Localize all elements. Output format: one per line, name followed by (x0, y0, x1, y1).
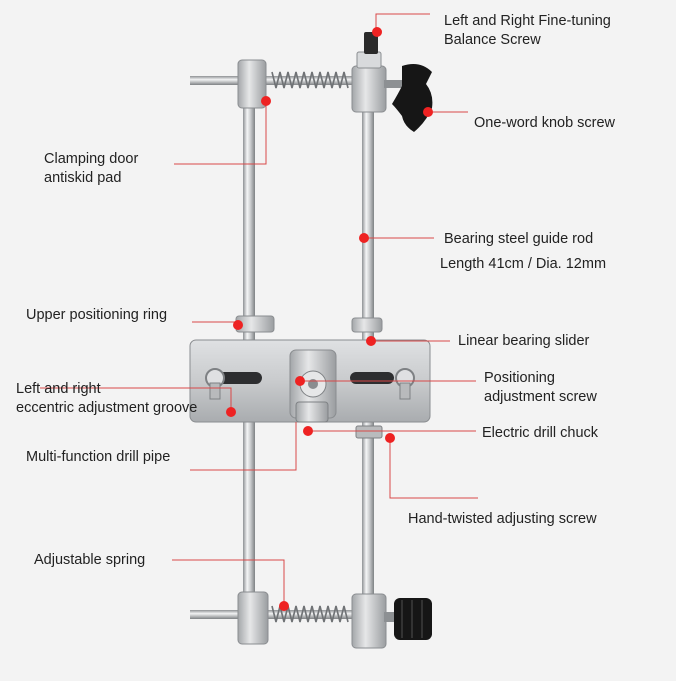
leader-lines (40, 13, 478, 606)
top-left-clamp-block (237, 59, 267, 109)
label-line: adjustment screw (484, 389, 597, 405)
bottom-knob (384, 598, 432, 640)
label-spring: Adjustable spring (34, 551, 145, 570)
leader-upper-ring (192, 321, 239, 325)
label-line: Left and right (16, 381, 101, 397)
label-line: Length 41cm / Dia. 12mm (440, 256, 607, 272)
label-line: Balance Screw (444, 32, 541, 48)
marker-dot-spring (279, 601, 289, 611)
left-eccentric-groove (218, 372, 262, 384)
marker-dot-upper-ring (233, 320, 243, 330)
top-spring (271, 71, 349, 89)
top-right-block (351, 65, 387, 113)
label-line: Electric drill chuck (482, 425, 599, 441)
upper-right-ring (351, 317, 383, 333)
left-thumb-screw (205, 368, 225, 400)
leader-clamping-pad (174, 101, 267, 165)
marker-dot-bearing-slider (366, 336, 376, 346)
label-line: Clamping door (44, 151, 139, 167)
top-knob (384, 64, 433, 132)
label-eccentric-groove: Left and right eccentric adjustment groo… (16, 380, 197, 418)
label-upper-ring: Upper positioning ring (26, 306, 167, 325)
label-positioning-screw: Positioning adjustment screw (484, 369, 597, 407)
label-guide-rod: Bearing steel guide rod Length 41cm / Di… (440, 230, 606, 274)
label-drill-pipe: Multi-function drill pipe (26, 448, 170, 467)
leader-spring (172, 559, 285, 606)
marker-dots (226, 27, 433, 611)
top-threaded-rod (190, 76, 355, 85)
label-line: Bearing steel guide rod (444, 231, 594, 247)
marker-dot-balance-screw (372, 27, 382, 37)
label-line: eccentric adjustment groove (16, 400, 198, 416)
label-line: Adjustable spring (34, 552, 146, 568)
bottom-left-clamp-block (237, 591, 269, 645)
right-thumb-screw (395, 368, 415, 400)
label-clamping-pad: Clamping door antiskid pad (44, 150, 138, 188)
marker-dot-drill-chuck (303, 426, 313, 436)
leader-balance-screw (375, 13, 430, 30)
lower-nut (355, 425, 383, 439)
label-line: Linear bearing slider (458, 333, 590, 349)
marker-dot-eccentric-groove (226, 407, 236, 417)
right-eccentric-groove (350, 372, 394, 384)
drill-chuck-body (295, 401, 329, 423)
marker-dot-clamping-pad (261, 96, 271, 106)
bottom-right-block (351, 593, 387, 649)
marker-dot-guide-rod (359, 233, 369, 243)
label-bearing-slider: Linear bearing slider (458, 332, 589, 351)
leader-drill-pipe (190, 422, 297, 471)
marker-dot-knob-screw (423, 107, 433, 117)
label-line: antiskid pad (44, 170, 122, 186)
label-knob-screw: One-word knob screw (474, 114, 615, 133)
label-line: Hand-twisted adjusting screw (408, 511, 597, 527)
label-drill-chuck: Electric drill chuck (482, 424, 598, 443)
leader-hand-screw (389, 438, 478, 499)
leader-eccentric-groove (40, 387, 232, 412)
marker-dot-positioning-screw (295, 376, 305, 386)
label-line: Positioning (484, 370, 555, 386)
label-line: Left and Right Fine-tuning (444, 13, 611, 29)
label-balance-screw: Left and Right Fine-tuning Balance Screw (444, 12, 611, 50)
label-hand-screw: Hand-twisted adjusting screw (408, 510, 597, 529)
balance-screw-cap (364, 32, 378, 54)
label-line: Multi-function drill pipe (26, 449, 171, 465)
label-line: Upper positioning ring (26, 307, 168, 323)
marker-dot-hand-screw (385, 433, 395, 443)
bottom-threaded-rod (190, 610, 360, 619)
label-line: One-word knob screw (474, 115, 616, 131)
bottom-spring (271, 605, 349, 623)
